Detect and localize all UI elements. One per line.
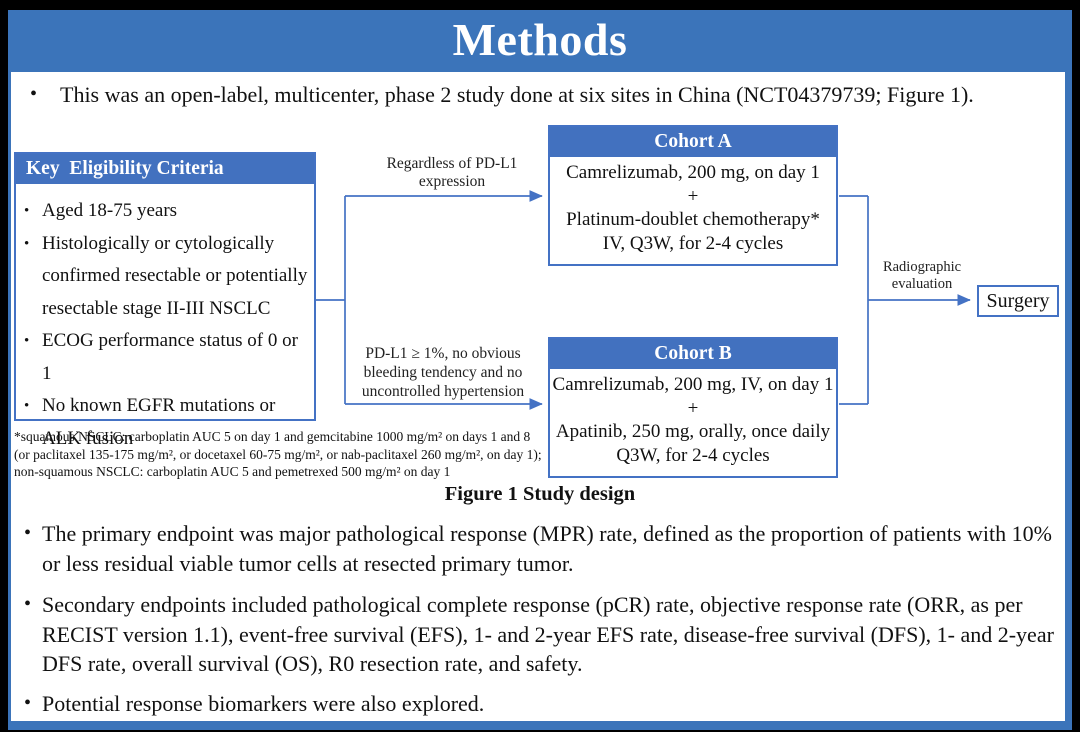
primary-endpoint-bullet: • The primary endpoint was major patholo… <box>24 519 1068 578</box>
cohort-a-line: IV, Q3W, for 2-4 cycles <box>602 232 784 254</box>
eligibility-item-text: No known EGFR mutations or ALK fusion <box>42 395 276 449</box>
surgery-box: Surgery <box>977 285 1059 317</box>
cohort-a-line: Camrelizumab, 200 mg, on day 1 <box>566 162 820 183</box>
list-item: • No known EGFR mutations or ALK fusion <box>24 390 310 455</box>
biomarkers-bullet: • Potential response biomarkers were als… <box>24 689 1068 719</box>
bullet-marker: • <box>24 692 32 714</box>
eligibility-item-text: Aged 18-75 years <box>42 200 178 221</box>
bullet-marker: • <box>24 398 30 414</box>
cohort-b-line: Q3W, for 2-4 cycles <box>616 444 770 466</box>
eligibility-box: Key Eligibility Criteria • Aged 18-75 ye… <box>14 152 316 449</box>
bullet-marker: • <box>24 593 32 615</box>
surgery-label: Surgery <box>986 290 1050 312</box>
bullet-marker: • <box>24 203 30 219</box>
slide-title-bar: Methods <box>8 10 1072 72</box>
list-item: • Histologically or cytologically confir… <box>24 228 310 326</box>
cohort-a-line: + <box>687 185 699 207</box>
cohort-a-line: Platinum-doublet chemotherapy* <box>566 209 820 230</box>
intro-bullet-text: This was an open-label, multicenter, pha… <box>60 82 974 107</box>
cohort-b-box: Cohort B Camrelizumab, 200 mg, IV, on da… <box>548 337 838 478</box>
list-item: • ECOG performance status of 0 or 1 <box>24 325 310 390</box>
bullet-marker: • <box>24 333 30 349</box>
eligibility-item-text: ECOG performance status of 0 or 1 <box>42 330 298 384</box>
branch-a-label: Regardless of PD-L1 expression <box>386 155 518 190</box>
biomarkers-text: Potential response biomarkers were also … <box>42 691 485 716</box>
list-item: • Aged 18-75 years <box>24 195 310 228</box>
cohort-b-header: Cohort B <box>550 339 836 369</box>
secondary-endpoints-bullet: • Secondary endpoints included pathologi… <box>24 590 1068 679</box>
figure-caption: Figure 1 Study design <box>444 483 636 505</box>
radiographic-evaluation-label: Radiographic evaluation <box>882 259 962 292</box>
cohort-b-line: Apatinib, 250 mg, orally, once daily <box>555 421 831 442</box>
bullet-marker: • <box>24 522 32 544</box>
cohort-a-header: Cohort A <box>550 127 836 157</box>
intro-bullet: • This was an open-label, multicenter, p… <box>30 80 1060 110</box>
secondary-endpoints-text: Secondary endpoints included pathologica… <box>42 592 1054 676</box>
slide-title: Methods <box>452 14 628 65</box>
primary-endpoint-text: The primary endpoint was major pathologi… <box>42 521 1052 576</box>
cohort-b-line: + <box>687 397 699 419</box>
cohort-a-body: Camrelizumab, 200 mg, on day 1 + Platinu… <box>550 157 836 255</box>
bullet-marker: • <box>30 83 38 105</box>
eligibility-list: • Aged 18-75 years • Histologically or c… <box>16 184 314 455</box>
cohort-b-line: Camrelizumab, 200 mg, IV, on day 1 <box>552 374 834 395</box>
cohort-b-body: Camrelizumab, 200 mg, IV, on day 1 + Apa… <box>550 369 836 467</box>
branch-b-label: PD-L1 ≥ 1%, no obvious bleeding tendency… <box>361 345 525 400</box>
eligibility-item-text: Histologically or cytologically confirme… <box>42 232 308 319</box>
chemo-footnote: *squamous NSCLC: carboplatin AUC 5 on da… <box>14 429 542 479</box>
eligibility-header: Key Eligibility Criteria <box>16 154 314 184</box>
cohort-a-box: Cohort A Camrelizumab, 200 mg, on day 1 … <box>548 125 838 266</box>
bullet-marker: • <box>24 235 30 252</box>
